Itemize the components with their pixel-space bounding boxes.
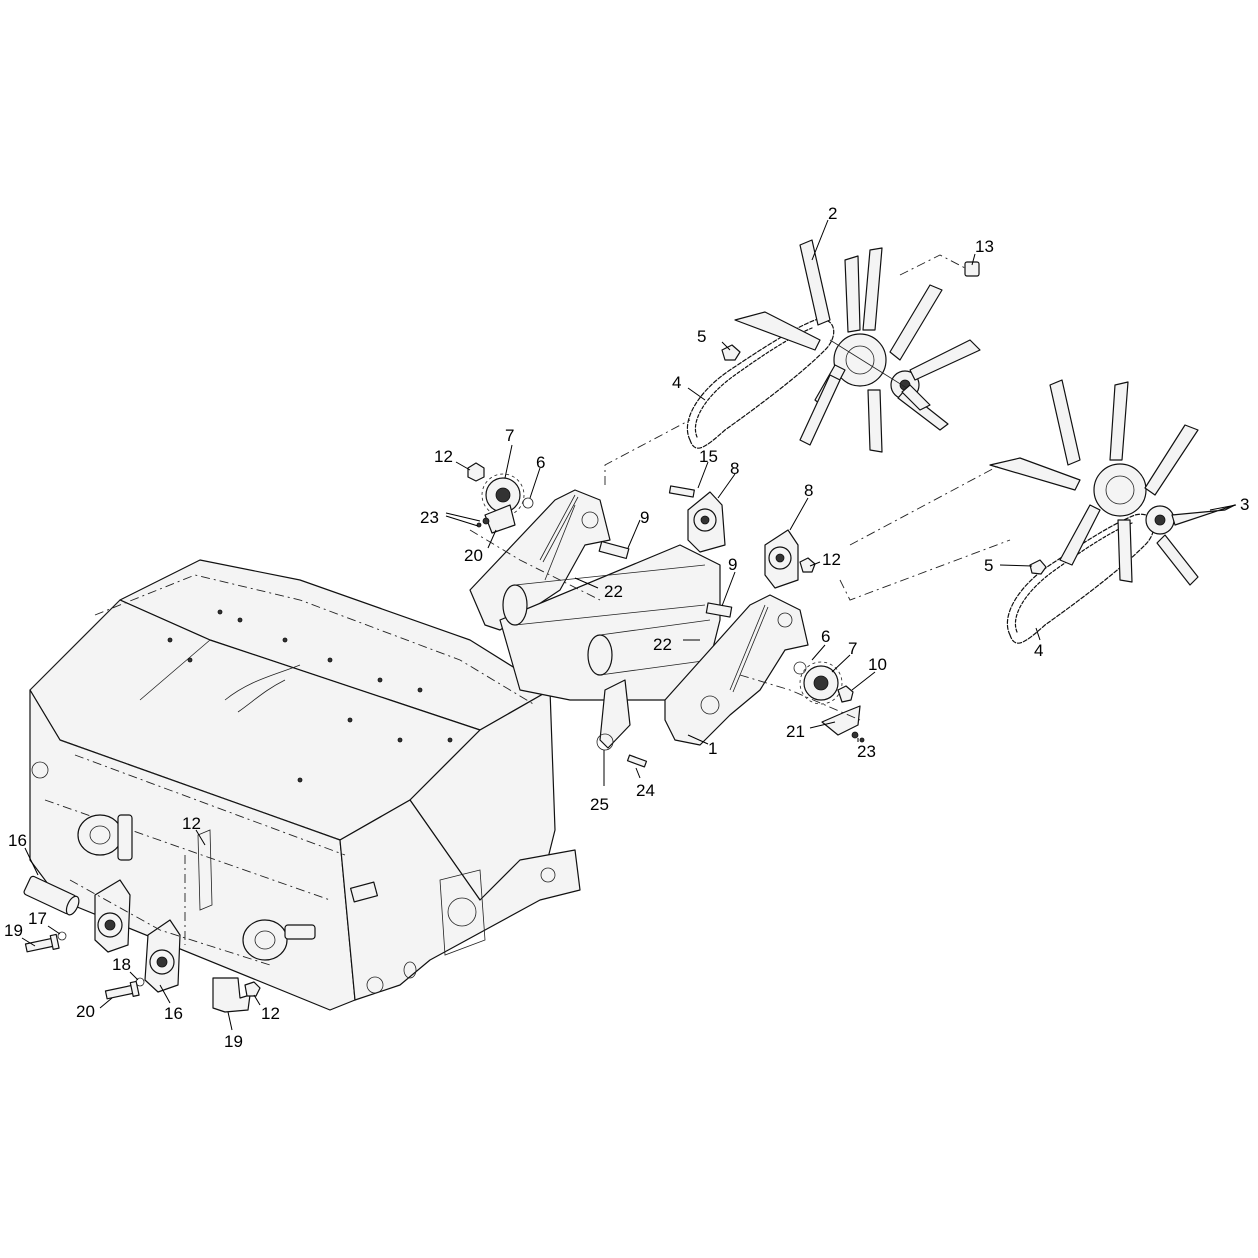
callout-12-upper: 12 — [822, 550, 841, 569]
bearing-parts — [23, 829, 271, 1013]
callout-24: 24 — [636, 781, 655, 800]
callout-labels: 2 13 5 4 3 5 4 7 12 6 23 20 15 8 8 9 12 … — [4, 204, 1249, 1051]
callout-16-right: 18 — [112, 955, 131, 974]
callout-25: 25 — [590, 795, 609, 814]
leader-lines — [21, 219, 1237, 1031]
callout-6-left: 6 — [536, 453, 545, 472]
callout-22-right: 22 — [653, 635, 672, 654]
callout-6-right: 6 — [821, 627, 830, 646]
callout-16-left: 17 — [28, 909, 47, 928]
callout-4-upper: 4 — [672, 373, 681, 392]
callout-23-right: 23 — [857, 742, 876, 761]
callout-11: 13 — [975, 237, 994, 256]
callout-4-right: 4 — [1034, 641, 1043, 660]
callout-17: 19 — [4, 921, 23, 940]
callout-7-left: 7 — [505, 426, 514, 445]
callout-8-right: 8 — [804, 481, 813, 500]
callout-3: 3 — [1240, 495, 1249, 514]
machine-housing — [29, 559, 581, 1011]
callout-12-lower: 12 — [261, 1004, 280, 1023]
callout-10-left: 12 — [434, 447, 453, 466]
callout-5-upper: 5 — [697, 327, 706, 346]
callout-2: 2 — [828, 204, 837, 223]
callout-10-right: 10 — [868, 655, 887, 674]
right-sprocket-group — [739, 661, 865, 743]
callout-1: 1 — [708, 739, 717, 758]
callout-13: 15 — [699, 447, 718, 466]
callout-23-left: 23 — [420, 508, 439, 527]
callout-14: 16 — [8, 831, 27, 850]
callout-21: 21 — [786, 722, 805, 741]
callout-8-left: 8 — [730, 459, 739, 478]
callout-20: 20 — [464, 546, 483, 565]
bearing-flanges — [687, 491, 816, 589]
right-tine-rotor — [839, 379, 1236, 644]
callout-12-middle: 12 — [182, 814, 201, 833]
callout-9-left: 9 — [640, 508, 649, 527]
callout-15: 16 — [164, 1004, 183, 1023]
left-sprocket-group — [467, 462, 601, 601]
callout-18: 20 — [76, 1002, 95, 1021]
callout-19: 19 — [224, 1032, 243, 1051]
mounting-frame — [469, 485, 809, 768]
callout-9-right: 9 — [728, 555, 737, 574]
callout-5-right: 5 — [984, 556, 993, 575]
callout-22-left: 22 — [604, 582, 623, 601]
upper-tine-rotor — [604, 239, 981, 485]
callout-7-right: 7 — [848, 639, 857, 658]
